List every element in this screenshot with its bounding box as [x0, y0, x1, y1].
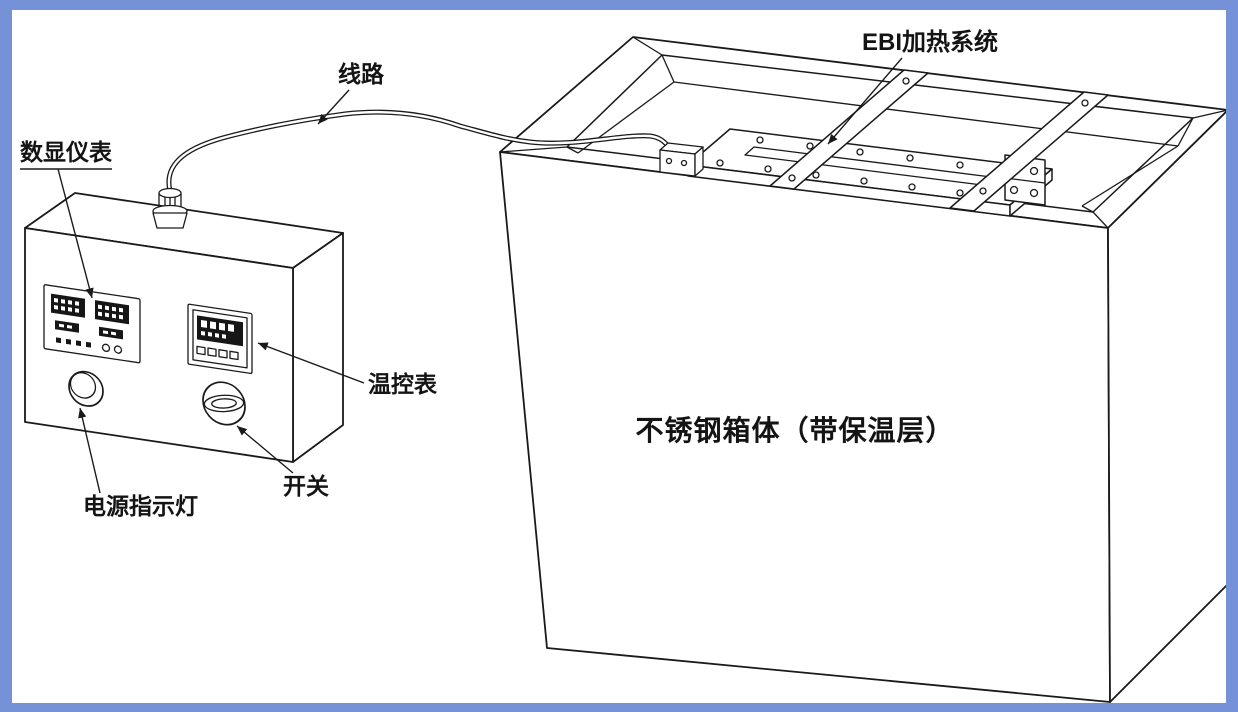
annotations: 数显仪表 线路 EBI加热系统 温控表 电源指示灯 开关 不锈钢箱体（带保温层）: [20, 28, 998, 519]
front-panel: [43, 284, 253, 426]
label-heating-system: EBI加热系统: [862, 28, 998, 56]
label-power-indicator: 电源指示灯: [83, 493, 198, 519]
frame-top: [0, 0, 1238, 10]
label-temp-controller: 温控表: [368, 371, 438, 397]
label-wiring: 线路: [338, 61, 385, 87]
label-power-switch: 开关: [283, 473, 329, 499]
control-box-right-face: [292, 232, 344, 463]
leader-wiring: [317, 89, 350, 125]
leader-digital-meter: [57, 168, 94, 299]
temp-controller-panel: [187, 303, 253, 375]
digital-meter-segments: [54, 298, 79, 313]
label-digital-meter: 数显仪表: [20, 139, 113, 165]
leader-power-indicator: [78, 407, 101, 494]
mounting-strap: [769, 69, 929, 190]
power-indicator-light: [68, 370, 104, 407]
digital-meter-panel: [43, 284, 141, 364]
heater-bolt-holes: [716, 136, 964, 197]
mounting-straps: [769, 69, 1109, 212]
cable-gland: [152, 187, 188, 229]
leader-power-switch: [236, 425, 294, 474]
leader-temp-controller: [257, 342, 365, 384]
label-tank-body: 不锈钢箱体（带保温层）: [635, 414, 954, 446]
power-switch-knob: [202, 381, 246, 426]
leader-heating-system: [827, 57, 903, 145]
frame-bottom: [0, 703, 1238, 712]
frame-left: [0, 0, 12, 712]
heater-terminal-box: [659, 142, 704, 177]
frame-right: [1226, 0, 1238, 712]
temp-controller-buttons: [196, 345, 239, 361]
control-box: [24, 187, 344, 463]
digital-meter-buttons: [56, 337, 123, 354]
mounting-strap: [949, 91, 1109, 212]
digital-meter-segments: [98, 304, 123, 320]
temp-controller-segments: [201, 320, 234, 339]
power-cable: [166, 109, 671, 194]
